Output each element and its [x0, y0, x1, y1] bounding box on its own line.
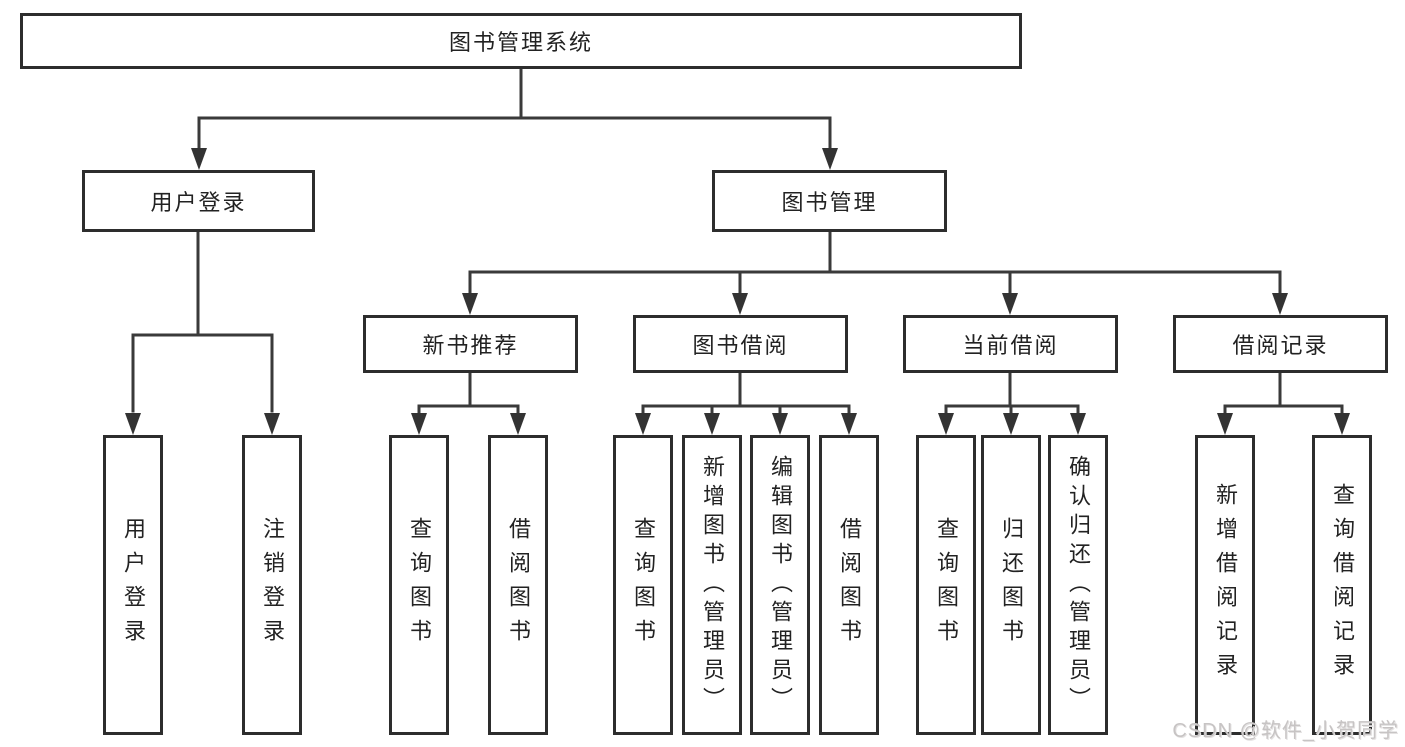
arrowhead [938, 413, 954, 435]
arrowhead [1217, 413, 1233, 435]
edge-borrow-to-leaves [641, 371, 851, 414]
arrowhead [635, 413, 651, 435]
leaf-confirm-return-admin: 确认归还（管理员） [1048, 435, 1108, 735]
node-new-book-recommend: 新书推荐 [363, 315, 578, 373]
node-user-login: 用户登录 [82, 170, 315, 232]
arrowhead [704, 413, 720, 435]
leaf-user-login: 用户登录 [103, 435, 163, 735]
arrowhead [1002, 293, 1018, 315]
arrowhead [510, 413, 526, 435]
arrowhead [822, 148, 838, 170]
edge-records-to-leaves [1223, 371, 1344, 414]
leaf-query-books-3: 查询图书 [916, 435, 976, 735]
leaf-logout: 注销登录 [242, 435, 302, 735]
leaf-edit-books-admin: 编辑图书（管理员） [750, 435, 810, 735]
edge-current-to-leaves [944, 371, 1080, 414]
edge-root-to-level2 [197, 67, 832, 150]
arrowhead [841, 413, 857, 435]
arrowhead [411, 413, 427, 435]
node-library-management-system: 图书管理系统 [20, 13, 1022, 69]
edge-newbooks-to-leaves [417, 371, 520, 414]
leaf-query-borrow-record: 查询借阅记录 [1312, 435, 1372, 735]
leaf-return-books: 归还图书 [981, 435, 1041, 735]
leaf-borrow-books-1: 借阅图书 [488, 435, 548, 735]
arrowhead [1003, 413, 1019, 435]
edge-manage-to-level3 [468, 230, 1282, 295]
arrowhead [125, 413, 141, 435]
arrowhead [772, 413, 788, 435]
leaf-query-books-2: 查询图书 [613, 435, 673, 735]
arrowhead [264, 413, 280, 435]
arrowhead [191, 148, 207, 170]
leaf-add-books-admin: 新增图书（管理员） [682, 435, 742, 735]
leaf-query-books-1: 查询图书 [389, 435, 449, 735]
arrowhead [462, 293, 478, 315]
edge-login-to-leaves [131, 230, 274, 413]
arrowhead [732, 293, 748, 315]
arrowhead [1334, 413, 1350, 435]
node-book-management: 图书管理 [712, 170, 947, 232]
node-current-borrow: 当前借阅 [903, 315, 1118, 373]
leaf-add-borrow-record: 新增借阅记录 [1195, 435, 1255, 735]
leaf-borrow-books-2: 借阅图书 [819, 435, 879, 735]
arrowhead [1070, 413, 1086, 435]
arrowhead [1272, 293, 1288, 315]
arrowheads [125, 148, 1350, 435]
node-book-borrow: 图书借阅 [633, 315, 848, 373]
node-borrow-records: 借阅记录 [1173, 315, 1388, 373]
